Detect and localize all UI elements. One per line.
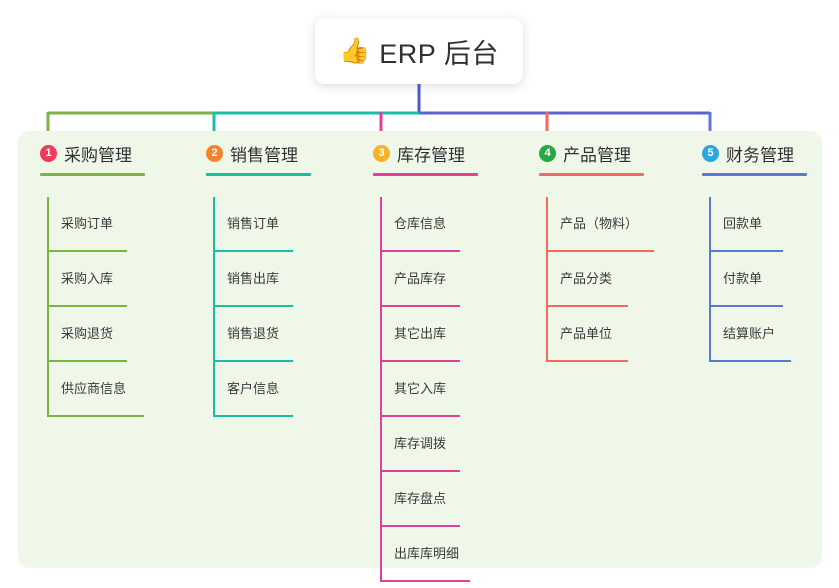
leaf-underline <box>546 250 654 252</box>
leaf-stem <box>546 197 548 252</box>
leaf-underline <box>213 360 293 362</box>
leaf-stem <box>709 197 711 252</box>
column-header-5[interactable]: 5 财务管理 <box>702 140 807 166</box>
leaf-underline <box>213 250 293 252</box>
leaf-stem <box>380 252 382 307</box>
column-title: 产品管理 <box>563 145 631 165</box>
leaf-stem <box>380 417 382 472</box>
column-header-4[interactable]: 4 产品管理 <box>539 140 644 166</box>
root-node[interactable]: 👍 ERP 后台 <box>315 18 523 84</box>
column-1: 1 采购管理采购订单采购入库采购退货供应商信息 <box>40 140 145 417</box>
leaf-label: 库存盘点 <box>394 491 447 506</box>
leaf-stem <box>546 307 548 362</box>
column-title: 库存管理 <box>397 145 465 165</box>
leaf-underline <box>213 415 293 417</box>
leaf-underline <box>709 305 783 307</box>
column-badge-number: 2 <box>206 144 223 162</box>
leaf-underline <box>380 525 460 527</box>
leaf-underline <box>213 305 293 307</box>
leaf-underline <box>380 305 460 307</box>
leaf-underline <box>709 360 791 362</box>
leaf-label: 销售订单 <box>227 216 280 231</box>
leaf-underline <box>47 250 127 252</box>
column-header-1[interactable]: 1 采购管理 <box>40 140 145 166</box>
leaf-stem <box>546 252 548 307</box>
leaf-stem <box>213 362 215 417</box>
leaf-stem <box>213 307 215 362</box>
column-title: 财务管理 <box>726 145 794 165</box>
column-header-3[interactable]: 3 库存管理 <box>373 140 478 166</box>
column-underline <box>702 173 807 176</box>
column-2: 2 销售管理销售订单销售出库销售退货客户信息 <box>206 140 311 417</box>
leaf-label: 客户信息 <box>227 381 280 396</box>
leaf-stem <box>709 252 711 307</box>
leaf-label: 采购退货 <box>61 326 114 341</box>
leaf-stem <box>380 472 382 527</box>
leaf-label: 库存调拨 <box>394 436 447 451</box>
leaf-label: 产品单位 <box>560 326 613 341</box>
leaf-stem <box>380 307 382 362</box>
leaf-underline <box>380 580 470 582</box>
leaf-label: 采购订单 <box>61 216 114 231</box>
column-underline <box>373 173 478 176</box>
leaf-label: 结算账户 <box>723 326 776 341</box>
leaf-underline <box>380 360 460 362</box>
leaf-label: 仓库信息 <box>394 216 447 231</box>
column-title: 销售管理 <box>230 145 298 165</box>
leaf-underline <box>380 250 460 252</box>
column-badge-number: 3 <box>373 144 390 162</box>
leaf-label: 其它入库 <box>394 381 447 396</box>
leaf-underline <box>47 415 144 417</box>
leaf-stem <box>380 527 382 582</box>
leaf-label: 回款单 <box>723 216 763 231</box>
leaf-stem <box>709 307 711 362</box>
leaf-stem <box>380 197 382 252</box>
leaf-stem <box>47 252 49 307</box>
leaf-label: 供应商信息 <box>61 381 127 396</box>
column-badge-number: 4 <box>539 144 556 162</box>
column-underline <box>40 173 145 176</box>
diagram-panel <box>18 131 822 568</box>
leaf-underline <box>47 305 127 307</box>
leaf-underline <box>380 470 460 472</box>
leaf-label: 其它出库 <box>394 326 447 341</box>
column-title: 采购管理 <box>64 145 132 165</box>
leaf-underline <box>380 415 460 417</box>
leaf-label: 付款单 <box>723 271 763 286</box>
leaf-stem <box>47 307 49 362</box>
column-underline <box>539 173 644 176</box>
leaf-stem <box>213 252 215 307</box>
column-4: 4 产品管理产品（物料） 产品分类产品单位 <box>539 140 654 362</box>
leaf-label: 出库库明细 <box>394 546 460 561</box>
column-badge-number: 1 <box>40 144 57 162</box>
root-node-label: ERP 后台 <box>379 38 499 69</box>
leaf-underline <box>546 360 628 362</box>
column-header-2[interactable]: 2 销售管理 <box>206 140 311 166</box>
leaf-label: 产品（物料） <box>560 216 639 231</box>
thumbs-up-icon: 👍 <box>339 36 371 65</box>
column-badge-number: 5 <box>702 144 719 162</box>
column-underline <box>206 173 311 176</box>
leaf-label: 产品分类 <box>560 271 613 286</box>
leaf-label: 销售出库 <box>227 271 280 286</box>
column-3: 3 库存管理仓库信息产品库存其它出库其它入库库存调拨库存盘点出库库明细 <box>373 140 478 582</box>
leaf-label: 销售退货 <box>227 326 280 341</box>
leaf-stem <box>47 197 49 252</box>
leaf-stem <box>380 362 382 417</box>
column-5: 5 财务管理回款单付款单结算账户 <box>702 140 807 362</box>
leaf-underline <box>47 360 127 362</box>
leaf-label: 产品库存 <box>394 271 447 286</box>
leaf-underline <box>546 305 628 307</box>
leaf-underline <box>709 250 783 252</box>
leaf-stem <box>47 362 49 417</box>
leaf-stem <box>213 197 215 252</box>
leaf-label: 采购入库 <box>61 271 114 286</box>
